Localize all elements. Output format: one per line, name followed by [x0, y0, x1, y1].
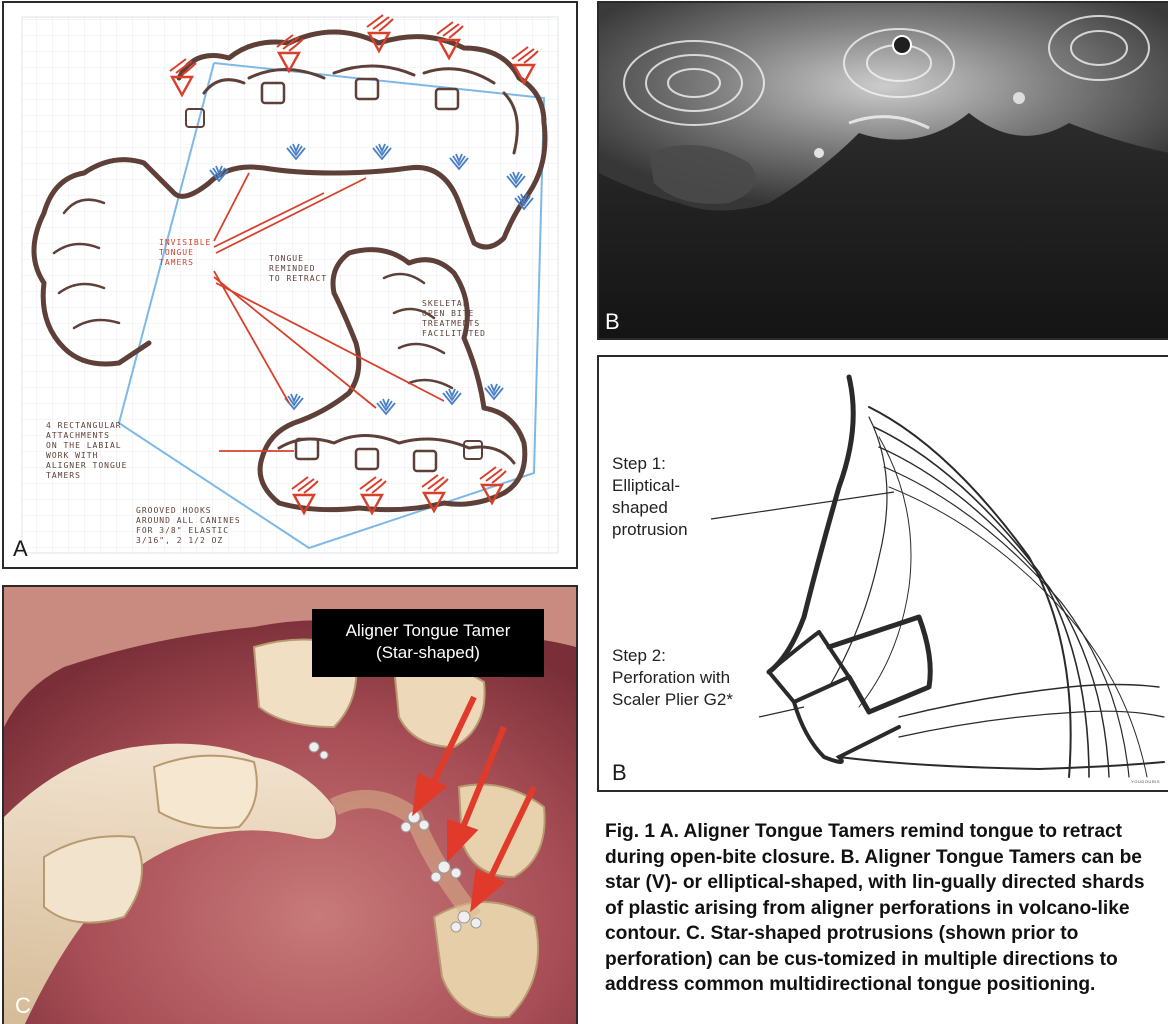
- figure-panel-b-drawing: Step 1: Elliptical- shaped protrusion St…: [597, 355, 1168, 792]
- artist-credit: YOUDOURIS: [1131, 779, 1160, 784]
- panel-letter-b-photo: B: [605, 311, 620, 333]
- figure-panel-b-photo: B: [597, 1, 1168, 340]
- callout-line-1: Aligner Tongue Tamer: [312, 620, 544, 642]
- panel-letter-b-drawing: B: [612, 762, 627, 784]
- aligner-closeup-photo: [599, 3, 1168, 340]
- tamer-callout-label: Aligner Tongue Tamer (Star-shaped): [312, 609, 544, 677]
- figure-panel-c: Aligner Tongue Tamer (Star-shaped) C: [2, 585, 578, 1024]
- protrusion-diagram: [599, 357, 1168, 792]
- step-1-label: Step 1: Elliptical- shaped protrusion: [612, 453, 742, 541]
- step-2-label: Step 2: Perforation with Scaler Plier G2…: [612, 645, 777, 711]
- figure-caption: Fig. 1 A. Aligner Tongue Tamers remind t…: [605, 819, 1165, 998]
- callout-line-2: (Star-shaped): [312, 642, 544, 664]
- panel-letter-a: A: [13, 538, 28, 560]
- panel-letter-c: C: [15, 995, 31, 1017]
